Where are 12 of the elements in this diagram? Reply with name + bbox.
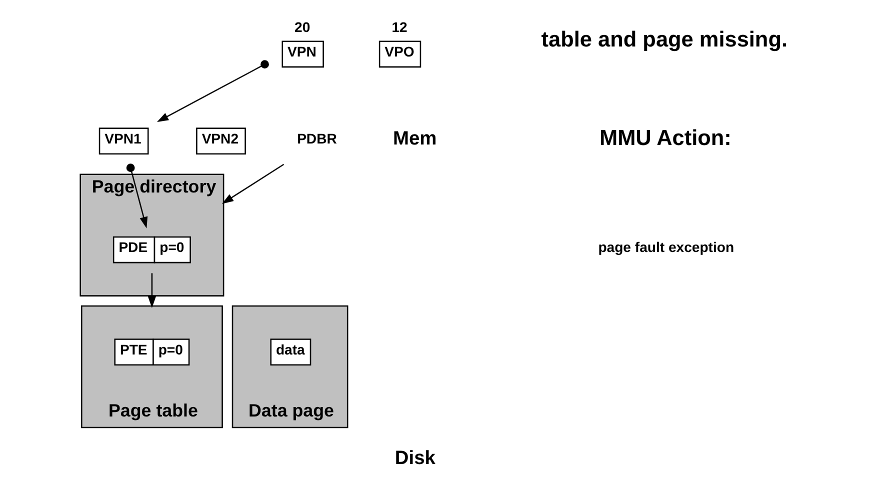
node-label: 12 bbox=[392, 19, 408, 36]
label: page fault exception bbox=[598, 239, 734, 256]
label: table and page missing. bbox=[541, 26, 788, 52]
arrow bbox=[148, 273, 156, 308]
arrow bbox=[156, 60, 269, 122]
arrow bbox=[126, 164, 148, 228]
node-text: PDBR bbox=[297, 130, 337, 146]
label: Disk bbox=[394, 448, 436, 469]
label: Mem bbox=[392, 128, 437, 150]
node-label: 20 bbox=[294, 19, 310, 36]
arrow bbox=[222, 164, 284, 204]
label: MMU Action: bbox=[599, 125, 732, 150]
